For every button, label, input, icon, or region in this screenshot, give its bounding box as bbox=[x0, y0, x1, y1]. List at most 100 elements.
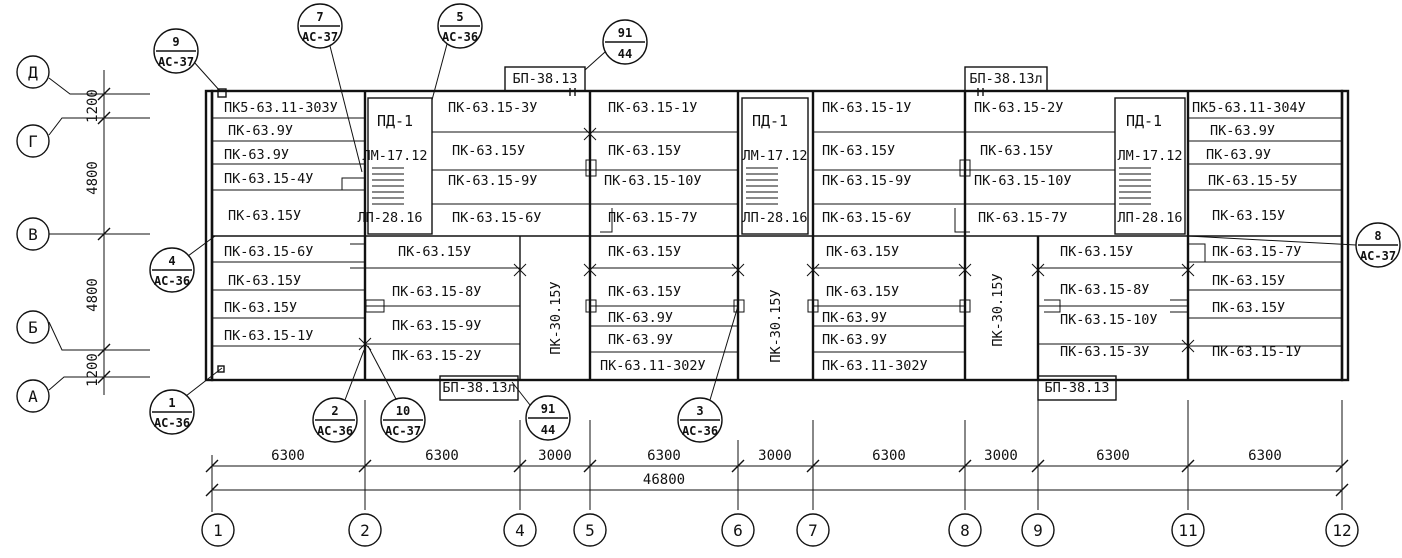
callout-sheet: АС-36 bbox=[154, 274, 190, 288]
slab-label: ПК-63.15-2У bbox=[392, 348, 481, 364]
callout-sheet: АС-36 bbox=[317, 424, 353, 438]
callout-1 bbox=[149, 389, 195, 435]
slab-label: ПК-63.11-302У bbox=[822, 358, 928, 374]
slab-labels-bay-1: ПК5-63.11-303У ПК-63.9У ПК-63.9У ПК-63.1… bbox=[224, 100, 338, 344]
stair-cell-3: ПД-1 ЛМ-17.12 ЛП-28.16 bbox=[1114, 97, 1186, 235]
slab-label: ПК5-63.11-304У bbox=[1192, 100, 1306, 116]
slab-label: ПК-63.11-302У bbox=[600, 358, 706, 374]
slab-label: ПК-63.15-10У bbox=[604, 173, 702, 189]
callout-num: 9 bbox=[172, 35, 179, 49]
slab-labels-bay-7: ПК-63.15-1У ПК-63.15У ПК-63.15-9У ПК-63.… bbox=[822, 100, 928, 374]
slab-label: ПК-63.15У bbox=[228, 208, 301, 224]
axis-label-col: 7 bbox=[808, 521, 818, 540]
slab-label: ПК-63.15-8У bbox=[1060, 282, 1149, 298]
slab-label: ПК-63.15-9У bbox=[822, 173, 911, 189]
slab-label: ПК-63.15-3У bbox=[448, 100, 537, 116]
slab-label: ПК-63.15У bbox=[224, 300, 297, 316]
callout-num: 4 bbox=[168, 254, 175, 268]
slab-label: ПК-63.15У bbox=[608, 143, 681, 159]
callout-num: 2 bbox=[331, 404, 338, 418]
axis-bubble-col bbox=[348, 513, 382, 547]
axis-bubble-col bbox=[1325, 513, 1359, 547]
slab-label: ПК-63.15У bbox=[1212, 300, 1285, 316]
row-dim-4: 1200 bbox=[85, 353, 101, 387]
slab-label: ПК-63.15-10У bbox=[974, 173, 1072, 189]
section-callouts: 9 АС-37 7 АС-37 5 АС-36 91 44 4 АС-36 8 … bbox=[149, 3, 1401, 443]
axis-bubble-g bbox=[16, 124, 50, 158]
axis-bubble-b bbox=[16, 310, 50, 344]
slab-labels-bay-5: ПК-63.15-1У ПК-63.15У ПК-63.15-10У ПК-63… bbox=[600, 100, 706, 374]
callout-7 bbox=[297, 3, 343, 49]
slab-label: ПК-63.15У bbox=[1212, 273, 1285, 289]
col-dim: 3000 bbox=[538, 448, 572, 464]
axis-bubble-col bbox=[948, 513, 982, 547]
row-dim-3: 4800 bbox=[85, 278, 101, 312]
axis-label-col: 11 bbox=[1178, 521, 1197, 540]
slab-dividers bbox=[212, 117, 1342, 353]
row-dim-1: 1200 bbox=[85, 89, 101, 123]
slab-label: ПК5-63.11-303У bbox=[224, 100, 338, 116]
bearing-walls bbox=[212, 91, 1342, 380]
slab-label: ПК-63.15У bbox=[398, 244, 471, 260]
stair-landing-label: ПД-1 bbox=[752, 112, 788, 130]
slab-labels-bay-2-bottom: ПК-63.15У ПК-63.15-8У ПК-63.15-9У ПК-63.… bbox=[392, 244, 481, 364]
balcony-bottom-1: БП-38.13л bbox=[439, 375, 519, 401]
slab-label: ПК-63.15-10У bbox=[1060, 312, 1158, 328]
slab-label: ПК-63.15-9У bbox=[392, 318, 481, 334]
slab-label: ПК-63.15-1У bbox=[822, 100, 911, 116]
axis-bubble-col bbox=[796, 513, 830, 547]
col-dim: 6300 bbox=[1096, 448, 1130, 464]
slab-label: ПК-63.15-7У bbox=[978, 210, 1067, 226]
slab-label: ПК-63.15У bbox=[980, 143, 1053, 159]
callout-num: 1 bbox=[168, 396, 175, 410]
slab-label: ПК-63.15-1У bbox=[608, 100, 697, 116]
slab-label: ПК-63.15У bbox=[608, 284, 681, 300]
stair-landing-label: ПД-1 bbox=[1126, 112, 1162, 130]
axis-label-d: Д bbox=[28, 63, 38, 82]
column-axes: 1 2 4 5 6 7 8 9 11 12 bbox=[201, 505, 1359, 547]
axis-label-col: 6 bbox=[733, 521, 743, 540]
slab-label: ПК-63.15У bbox=[452, 143, 525, 159]
callout-sheet: 44 bbox=[541, 423, 555, 437]
slab-label: ПК-63.15У bbox=[228, 273, 301, 289]
slab-label: ПК-63.15-1У bbox=[1212, 344, 1301, 360]
callout-5 bbox=[437, 3, 483, 49]
axis-bubble-a bbox=[16, 379, 50, 413]
callout-sheet: АС-36 bbox=[154, 416, 190, 430]
slab-label-bay-8: ПК-30.15У bbox=[990, 273, 1006, 346]
callout-num: 8 bbox=[1374, 229, 1381, 243]
balcony-top-1: БП-38.13 bbox=[504, 66, 586, 96]
axis-bubble-col bbox=[721, 513, 755, 547]
callout-num: 7 bbox=[316, 10, 323, 24]
slab-label: ПК-63.15У bbox=[826, 244, 899, 260]
slab-label: ПК-63.15У bbox=[826, 284, 899, 300]
slab-label: ПК-63.15У bbox=[1212, 208, 1285, 224]
stair-flight-label: ЛМ-17.12 bbox=[362, 148, 427, 164]
stair-flight-label: ЛМ-17.12 bbox=[742, 148, 807, 164]
callout-sheet: 44 bbox=[618, 47, 632, 61]
col-dim: 6300 bbox=[1248, 448, 1282, 464]
axis-bubble-d bbox=[16, 55, 50, 89]
callout-sheet: АС-37 bbox=[158, 55, 194, 69]
axis-label-col: 9 bbox=[1033, 521, 1043, 540]
col-dim: 3000 bbox=[984, 448, 1018, 464]
callout-num: 10 bbox=[396, 404, 410, 418]
slab-label: ПК-63.15-3У bbox=[1060, 344, 1149, 360]
slab-label: ПК-63.15-2У bbox=[974, 100, 1063, 116]
slab-labels-bay-11: ПК5-63.11-304У ПК-63.9У ПК-63.9У ПК-63.1… bbox=[1192, 100, 1306, 360]
callout-4 bbox=[149, 247, 195, 293]
axis-bubble-col bbox=[201, 513, 235, 547]
axis-label-a: А bbox=[28, 387, 38, 406]
callout-91-bottom bbox=[525, 395, 571, 441]
axis-bubble-col bbox=[1171, 513, 1205, 547]
col-dim: 6300 bbox=[647, 448, 681, 464]
callout-2 bbox=[312, 397, 358, 443]
row-dim-2: 4800 bbox=[85, 161, 101, 195]
balcony-label: БП-38.13л bbox=[442, 380, 515, 396]
slab-labels-bay-9-bottom: ПК-63.15У ПК-63.15-8У ПК-63.15-10У ПК-63… bbox=[1060, 244, 1158, 360]
stair-flight-label: ЛМ-17.12 bbox=[1117, 148, 1182, 164]
balcony-label: БП-38.13 bbox=[512, 71, 577, 87]
col-dim: 6300 bbox=[425, 448, 459, 464]
slab-label: ПК-63.9У bbox=[1206, 147, 1271, 163]
